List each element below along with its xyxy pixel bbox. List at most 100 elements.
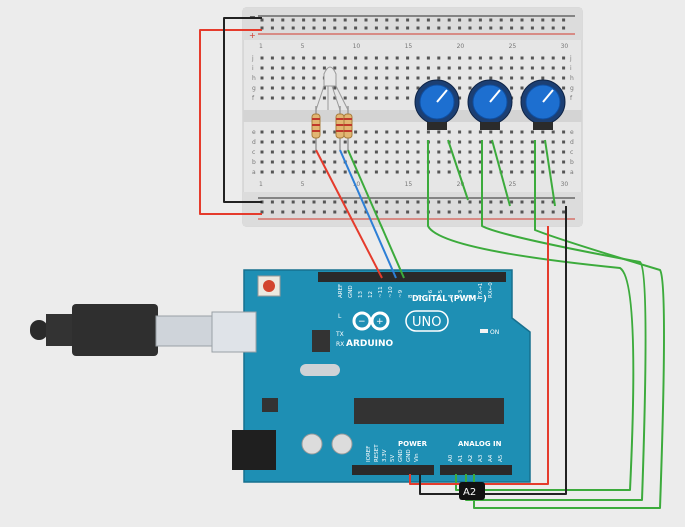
hole[interactable]	[364, 76, 368, 80]
hole[interactable]	[510, 130, 514, 134]
hole[interactable]	[343, 96, 347, 100]
hole[interactable]	[458, 140, 462, 144]
rail-hole[interactable]	[302, 26, 306, 30]
hole[interactable]	[302, 86, 306, 90]
hole[interactable]	[499, 140, 503, 144]
hole[interactable]	[468, 150, 472, 154]
hole[interactable]	[426, 56, 430, 60]
hole[interactable]	[364, 170, 368, 174]
hole[interactable]	[395, 56, 399, 60]
hole[interactable]	[364, 140, 368, 144]
rail-hole[interactable]	[458, 26, 462, 30]
hole[interactable]	[333, 160, 337, 164]
hole[interactable]	[416, 170, 420, 174]
rail-hole[interactable]	[312, 26, 316, 30]
hole[interactable]	[426, 130, 430, 134]
wires[interactable]	[199, 17, 665, 509]
hole[interactable]	[354, 170, 358, 174]
rail-hole[interactable]	[520, 210, 524, 214]
hole[interactable]	[499, 76, 503, 80]
hole[interactable]	[562, 160, 566, 164]
hole[interactable]	[270, 76, 274, 80]
hole[interactable]	[541, 56, 545, 60]
hole[interactable]	[562, 140, 566, 144]
hole[interactable]	[530, 130, 534, 134]
hole[interactable]	[478, 76, 482, 80]
rail-hole[interactable]	[364, 200, 368, 204]
hole[interactable]	[520, 56, 524, 60]
rail-hole[interactable]	[478, 18, 482, 22]
hole[interactable]	[364, 96, 368, 100]
hole[interactable]	[541, 130, 545, 134]
hole[interactable]	[458, 56, 462, 60]
rail-hole[interactable]	[489, 18, 493, 22]
hole[interactable]	[260, 76, 264, 80]
hole[interactable]	[489, 170, 493, 174]
rail-hole[interactable]	[510, 200, 514, 204]
hole[interactable]	[489, 160, 493, 164]
rail-hole[interactable]	[291, 26, 295, 30]
hole[interactable]	[281, 140, 285, 144]
rail-hole[interactable]	[364, 26, 368, 30]
hole[interactable]	[281, 160, 285, 164]
hole[interactable]	[395, 86, 399, 90]
hole[interactable]	[322, 130, 326, 134]
rail-hole[interactable]	[499, 200, 503, 204]
rail-hole[interactable]	[478, 26, 482, 30]
hole[interactable]	[312, 56, 316, 60]
hole[interactable]	[385, 140, 389, 144]
hole[interactable]	[291, 130, 295, 134]
hole[interactable]	[541, 76, 545, 80]
hole[interactable]	[374, 86, 378, 90]
hole[interactable]	[551, 56, 555, 60]
rail-hole[interactable]	[489, 210, 493, 214]
hole[interactable]	[374, 96, 378, 100]
rail-hole[interactable]	[322, 18, 326, 22]
hole[interactable]	[562, 170, 566, 174]
hole[interactable]	[541, 160, 545, 164]
hole[interactable]	[447, 150, 451, 154]
hole[interactable]	[426, 66, 430, 70]
rail-hole[interactable]	[374, 18, 378, 22]
hole[interactable]	[468, 76, 472, 80]
hole[interactable]	[416, 56, 420, 60]
hole[interactable]	[478, 66, 482, 70]
hole[interactable]	[302, 150, 306, 154]
hole[interactable]	[551, 170, 555, 174]
potentiometer-2[interactable]	[467, 79, 513, 130]
hole[interactable]	[530, 150, 534, 154]
hole[interactable]	[416, 150, 420, 154]
hole[interactable]	[385, 66, 389, 70]
hole[interactable]	[520, 160, 524, 164]
rail-hole[interactable]	[270, 200, 274, 204]
rail-hole[interactable]	[291, 210, 295, 214]
rail-hole[interactable]	[354, 18, 358, 22]
hole[interactable]	[322, 96, 326, 100]
hole[interactable]	[364, 66, 368, 70]
hole[interactable]	[281, 86, 285, 90]
hole[interactable]	[302, 56, 306, 60]
hole[interactable]	[489, 130, 493, 134]
rail-hole[interactable]	[260, 210, 264, 214]
hole[interactable]	[562, 76, 566, 80]
wire-pot1-signal[interactable]	[427, 200, 635, 491]
rail-hole[interactable]	[395, 200, 399, 204]
hole[interactable]	[354, 130, 358, 134]
hole[interactable]	[312, 140, 316, 144]
hole[interactable]	[520, 66, 524, 70]
hole[interactable]	[354, 66, 358, 70]
hole[interactable]	[302, 170, 306, 174]
hole[interactable]	[385, 76, 389, 80]
hole[interactable]	[333, 66, 337, 70]
rail-hole[interactable]	[364, 18, 368, 22]
rail-hole[interactable]	[541, 200, 545, 204]
hole[interactable]	[395, 170, 399, 174]
hole[interactable]	[478, 140, 482, 144]
hole[interactable]	[374, 130, 378, 134]
hole[interactable]	[416, 86, 420, 90]
hole[interactable]	[489, 66, 493, 70]
hole[interactable]	[478, 150, 482, 154]
hole[interactable]	[343, 56, 347, 60]
rail-hole[interactable]	[354, 200, 358, 204]
hole[interactable]	[541, 170, 545, 174]
